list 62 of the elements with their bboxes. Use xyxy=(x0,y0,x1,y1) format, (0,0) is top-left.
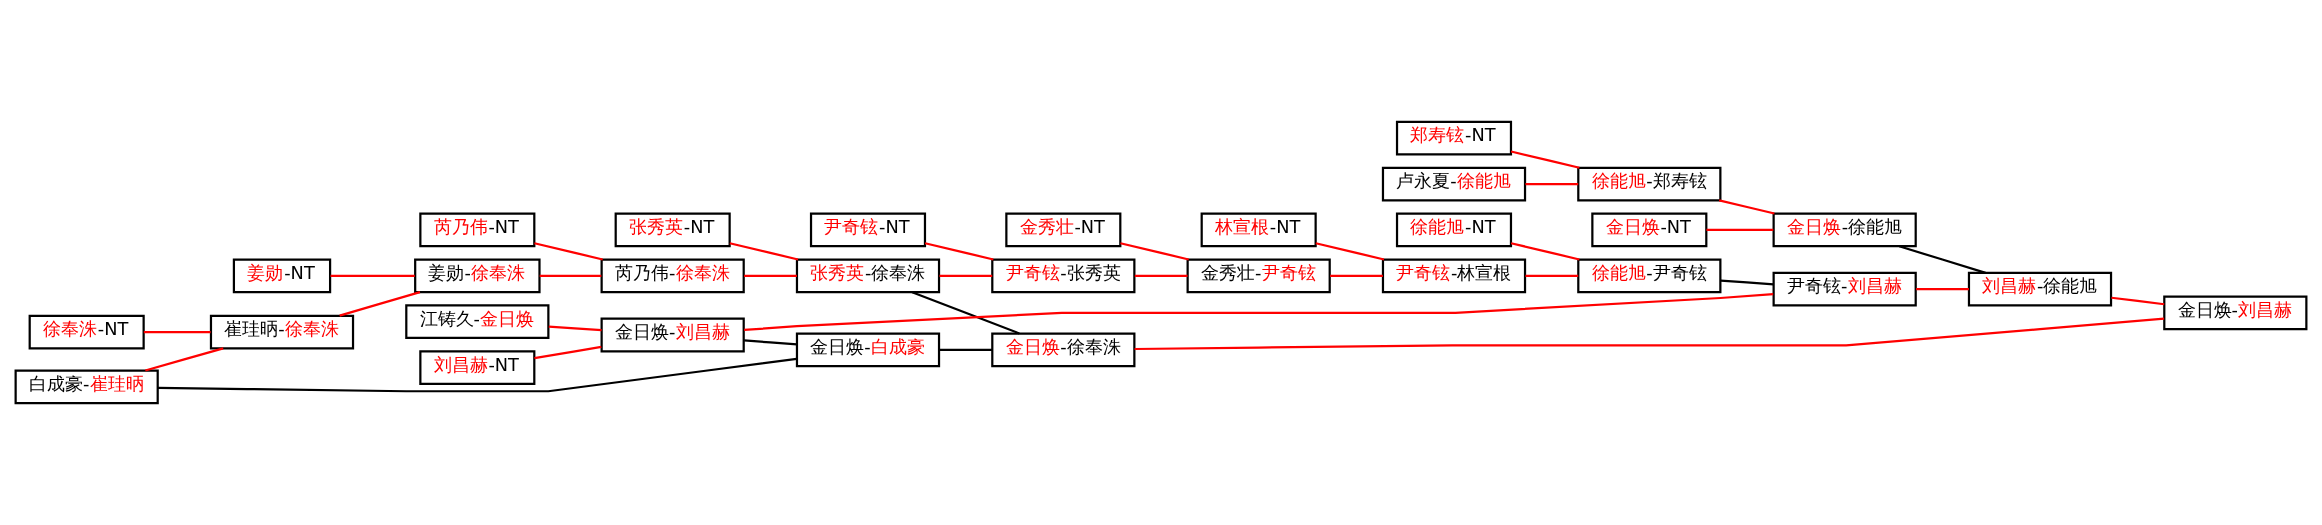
connector xyxy=(939,348,993,351)
node-box: 姜勋-徐奉洙 xyxy=(414,258,541,294)
connector xyxy=(539,274,602,277)
connector xyxy=(1315,242,1385,261)
connector xyxy=(911,291,1020,335)
node-box: 徐奉洙-NT xyxy=(28,314,145,350)
node-box: 刘昌赫-徐能旭 xyxy=(1967,271,2113,307)
node-box: 崔珪昞-徐奉洙 xyxy=(209,314,355,350)
connector xyxy=(744,274,797,277)
node-box: 徐能旭-NT xyxy=(1395,212,1513,248)
connector xyxy=(339,291,421,317)
node-box: 张秀英-徐奉洙 xyxy=(795,258,941,294)
connector xyxy=(1120,242,1189,261)
connector xyxy=(1134,317,2165,351)
node-box: 芮乃伟-NT xyxy=(419,212,536,248)
node-box: 张秀英-NT xyxy=(614,212,731,248)
connector xyxy=(157,357,797,393)
connector xyxy=(924,242,994,261)
node-box: 尹奇铉-张秀英 xyxy=(991,258,1136,294)
connector xyxy=(1898,245,1986,274)
connector xyxy=(143,330,211,334)
connector xyxy=(1720,279,1774,286)
connector xyxy=(744,293,1774,332)
node-box: 金日焕-白成豪 xyxy=(795,332,941,368)
node-box: 姜勋-NT xyxy=(232,258,332,294)
node-box: 金日焕-徐能旭 xyxy=(1772,212,1917,248)
node-box: 白成豪-崔珪昞 xyxy=(14,369,159,405)
node-box: 尹奇铉-NT xyxy=(809,212,927,248)
connector xyxy=(1718,199,1775,215)
node-box: 金日焕-刘昌赫 xyxy=(2163,295,2308,331)
connector xyxy=(2111,296,2165,306)
connector xyxy=(1330,274,1383,277)
node-box: 卢永夏-徐能旭 xyxy=(1381,166,1527,202)
node-box: 尹奇铉-林宣根 xyxy=(1381,258,1527,294)
connector xyxy=(548,325,602,332)
connector xyxy=(1510,150,1580,169)
node-box: 徐能旭-郑寿铉 xyxy=(1577,166,1722,202)
node-box: 江铸久-金日焕 xyxy=(405,304,550,340)
connector xyxy=(1916,288,1969,291)
node-box: 尹奇铉-刘昌赫 xyxy=(1772,271,1917,307)
node-box: 郑寿铉-NT xyxy=(1395,120,1513,156)
node-box: 刘昌赫-NT xyxy=(419,350,536,385)
connector xyxy=(1134,274,1188,277)
connector xyxy=(1525,274,1579,277)
connector xyxy=(729,242,799,261)
node-box: 金日焕-NT xyxy=(1591,212,1708,248)
node-box: 金秀壮-尹奇铉 xyxy=(1186,258,1331,294)
connector xyxy=(1510,242,1580,261)
connector xyxy=(534,242,603,261)
connector xyxy=(534,345,602,360)
connector xyxy=(330,274,415,277)
node-box: 金日焕-徐奉洙 xyxy=(991,332,1136,368)
connector xyxy=(1525,182,1579,186)
node-box: 芮乃伟-徐奉洙 xyxy=(600,258,745,294)
connector xyxy=(145,347,224,372)
node-box: 徐能旭-尹奇铉 xyxy=(1577,258,1722,294)
connector xyxy=(1706,228,1774,232)
node-box: 金日焕-刘昌赫 xyxy=(600,317,745,353)
connector xyxy=(939,274,993,277)
node-box: 金秀壮-NT xyxy=(1005,212,1122,248)
node-box: 林宣根-NT xyxy=(1200,212,1317,248)
connector xyxy=(744,339,797,346)
